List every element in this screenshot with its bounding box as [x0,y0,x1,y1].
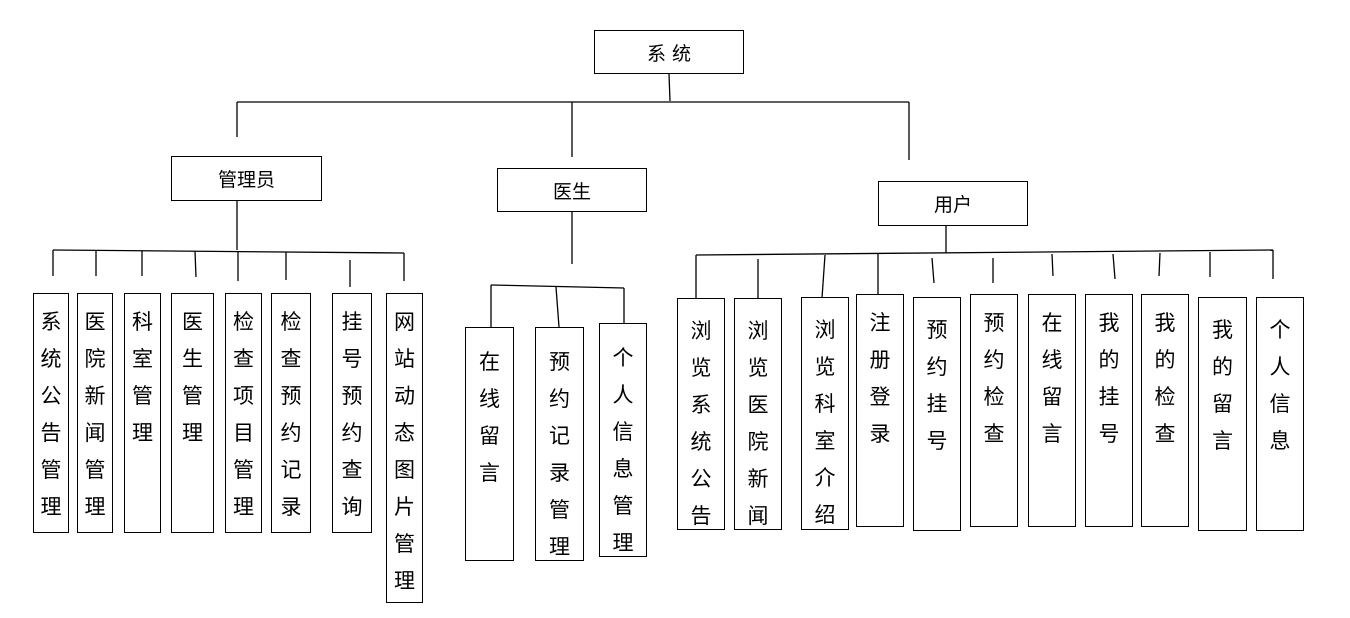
user-leaf-my-registrations: 我的挂号 [1085,294,1133,527]
user-leaf-browse-departments: 浏览科室介绍 [801,297,849,530]
admin-leaf-announcement-mgmt: 系统公告管理 [33,293,69,533]
leaf-label: 网站动态图片管理 [394,310,415,593]
user-leaf-browse-news: 浏览医院新闻 [734,298,782,530]
root-node-system: 系 统 [594,30,744,74]
admin-leaf-exam-booking-records: 检查预约记录 [271,293,311,533]
group-label-doctor: 医生 [552,180,591,203]
user-leaf-my-exams: 我的检查 [1141,294,1189,527]
leaf-label: 我的检查 [1154,311,1176,446]
leaf-label: 预约挂号 [926,318,948,453]
user-leaf-my-messages: 我的留言 [1198,297,1247,531]
admin-leaf-department-mgmt: 科室管理 [124,293,161,533]
leaf-label: 医院新闻管理 [84,310,106,519]
leaf-label: 我的挂号 [1098,311,1120,446]
leaf-label: 挂号预约查询 [341,310,363,519]
group-node-admin: 管理员 [171,156,322,201]
user-leaf-personal-info: 个人信息 [1256,297,1304,531]
leaf-label: 注册登录 [869,311,891,446]
leaf-label: 个人信息管理 [612,346,634,555]
leaf-label: 个人信息 [1269,318,1291,453]
admin-leaf-site-image-mgmt: 网站动态图片管理 [386,293,423,603]
group-label-admin: 管理员 [217,169,275,191]
leaf-label: 系统公告管理 [40,310,62,519]
user-leaf-book-exam: 预约检查 [970,294,1018,527]
admin-leaf-news-mgmt: 医院新闻管理 [77,293,113,533]
group-label-user: 用户 [933,194,972,216]
group-node-user: 用户 [878,181,1028,226]
admin-leaf-exam-item-mgmt: 检查项目管理 [225,293,262,533]
doctor-leaf-online-message: 在线留言 [465,327,514,561]
group-node-doctor: 医生 [497,168,647,212]
doctor-leaf-profile-mgmt: 个人信息管理 [599,323,647,557]
leaf-label: 在线留言 [479,350,500,485]
leaf-label: 科室管理 [132,310,153,445]
admin-leaf-doctor-mgmt: 医生管理 [171,293,214,533]
user-leaf-book-registration: 预约挂号 [913,297,961,531]
user-leaf-register-login: 注册登录 [856,294,904,527]
leaf-label: 我的留言 [1212,318,1233,453]
leaf-label: 医生管理 [182,310,203,445]
leaf-label: 在线留言 [1041,311,1063,446]
doctor-leaf-booking-records: 预约记录管理 [535,327,584,561]
user-leaf-online-message: 在线留言 [1028,294,1076,527]
user-leaf-browse-announcements: 浏览系统公告 [677,298,725,530]
leaf-label: 检查项目管理 [233,310,254,519]
leaf-label: 浏览科室介绍 [814,318,836,527]
leaf-label: 浏览医院新闻 [747,319,769,528]
leaf-label: 预约记录管理 [549,350,570,559]
leaf-label: 预约检查 [983,311,1005,446]
leaf-label: 检查预约记录 [280,310,302,519]
leaf-label: 浏览系统公告 [690,319,712,528]
root-label: 系 统 [646,42,692,65]
admin-leaf-registration-query: 挂号预约查询 [332,293,372,533]
